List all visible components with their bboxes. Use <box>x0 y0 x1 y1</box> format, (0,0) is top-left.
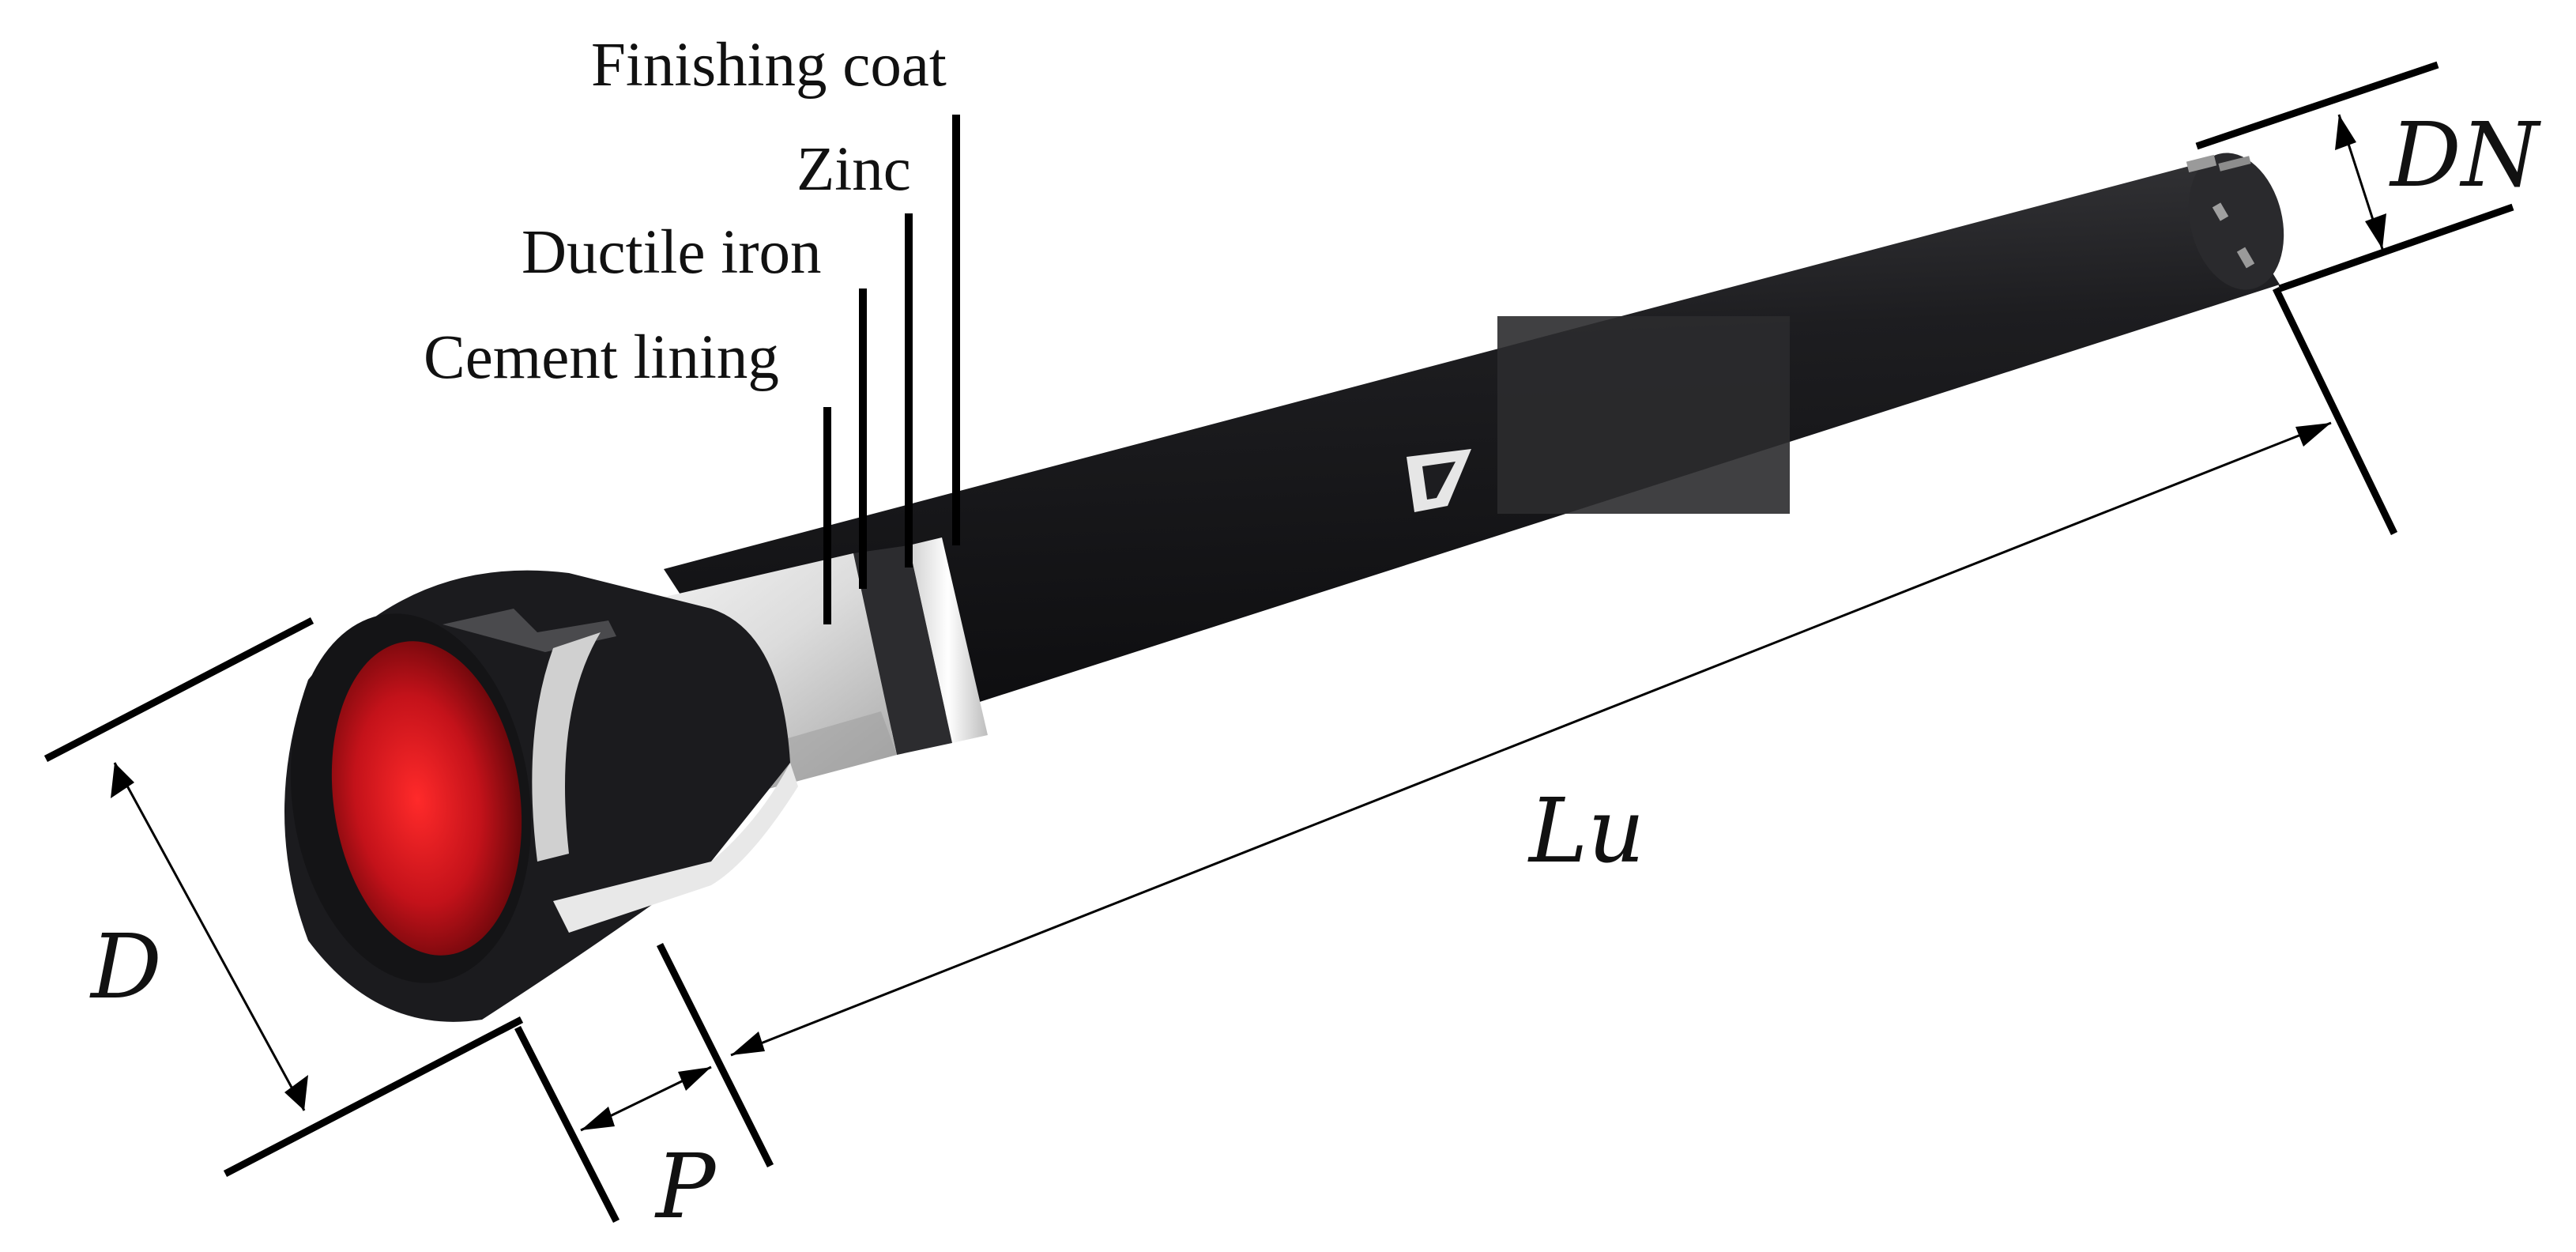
blurred-marking <box>1497 316 1790 514</box>
spigot-marking-band <box>2186 154 2255 269</box>
finishing-coat-label: Finishing coat <box>591 31 947 100</box>
cement-lining-label: Cement lining <box>424 323 779 392</box>
d-extension-top <box>43 617 314 762</box>
pipe-barrel <box>664 162 2280 763</box>
spigot-end <box>2188 153 2284 290</box>
d-dimension-arrow <box>113 762 306 1111</box>
manufacturer-logo-icon <box>1407 449 1471 512</box>
lu-extension-right <box>2272 287 2398 535</box>
ductile-iron-label: Ductile iron <box>522 218 822 287</box>
dn-extension-top <box>2195 61 2439 150</box>
lu-label: Lu <box>1527 780 1645 883</box>
pipe-body <box>664 153 2284 763</box>
socket-inner-coating <box>331 641 522 956</box>
pipe-socket <box>284 570 798 1022</box>
dn-extension-bottom <box>2278 203 2514 292</box>
zinc-layer <box>909 537 988 743</box>
dimension-lines <box>43 61 2514 1224</box>
ductile-iron-wall <box>853 545 952 755</box>
p-extension-right <box>656 942 774 1168</box>
d-label: D <box>89 916 162 1019</box>
layer-leaders <box>823 115 960 624</box>
socket-cut-edge <box>553 763 798 933</box>
lu-dimension-arrow <box>730 421 2332 1057</box>
dn-label: DN <box>2389 104 2542 207</box>
p-extension-left <box>514 1025 620 1224</box>
zinc-label: Zinc <box>797 135 911 204</box>
d-extension-bottom <box>223 1016 524 1177</box>
p-label: P <box>654 1136 717 1239</box>
